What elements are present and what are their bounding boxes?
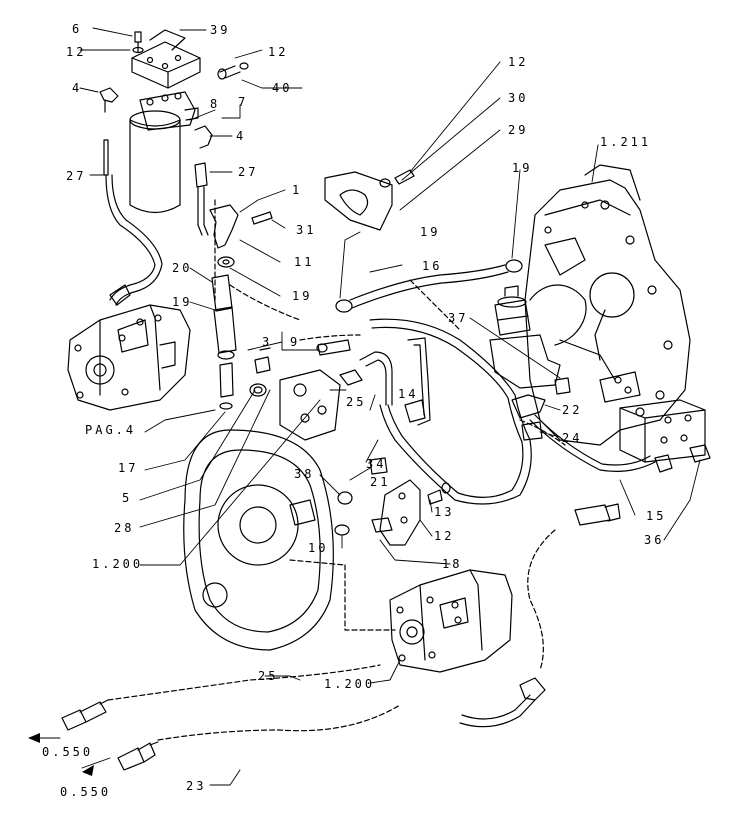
dashed-return-lines [107, 199, 566, 741]
callout-9: 9 [290, 335, 300, 349]
callout-19: 19 [292, 289, 312, 303]
callout-1-200: 1.200 [92, 557, 143, 571]
bolt-30 [259, 169, 415, 351]
callout-27: 27 [238, 165, 258, 179]
callout-15: 15 [646, 509, 666, 523]
bracket-18 [334, 457, 451, 546]
hose-assembly-center [316, 337, 431, 426]
top-fasteners [99, 31, 249, 149]
callout-12: 12 [66, 45, 86, 59]
callout-16: 16 [422, 259, 442, 273]
callout-30: 30 [508, 91, 528, 105]
callout-0-550: 0.550 [60, 785, 111, 799]
fitting-stack-20 [211, 274, 237, 410]
callout-38: 38 [294, 467, 314, 481]
callout-27: 27 [66, 169, 86, 183]
callout-19: 19 [512, 161, 532, 175]
fitting-22-24 [511, 394, 546, 441]
hose-main-curve [369, 318, 532, 505]
arrow-heads [28, 733, 94, 776]
callout-1-211: 1.211 [600, 135, 651, 149]
clamp-29 [324, 171, 393, 231]
callout-3: 3 [262, 335, 272, 349]
fitting-0550-upper [61, 699, 109, 731]
callout-4: 4 [72, 81, 82, 95]
manifold-block-25 [249, 356, 341, 441]
callout-13: 13 [434, 505, 454, 519]
oil-filter-canister [129, 91, 199, 214]
callout-25: 25 [258, 669, 278, 683]
hydraulic-pump-left [67, 304, 191, 411]
callout-12: 12 [508, 55, 528, 69]
callout-39: 39 [210, 23, 230, 37]
callout-4: 4 [236, 129, 246, 143]
callout-18: 18 [442, 557, 462, 571]
hose-16 [335, 259, 523, 313]
elbow-fitting-1 [209, 204, 273, 268]
callout-31: 31 [296, 223, 316, 237]
callout-36: 36 [644, 533, 664, 547]
filter-bracket [131, 29, 201, 89]
callout-labels: 6 39 12 12 40 4 7 8 4 27 27 1 31 11 20 1… [42, 22, 666, 799]
transmission-housing [524, 164, 706, 463]
callout-1: 1 [292, 183, 302, 197]
callout-8: 8 [210, 97, 220, 111]
callout-6: 6 [72, 22, 82, 36]
callout-12: 12 [268, 45, 288, 59]
callout-0-550: 0.550 [42, 745, 93, 759]
callout-22: 22 [562, 403, 582, 417]
leader-lines [29, 27, 701, 786]
callout-11: 11 [294, 255, 314, 269]
callout-10: 10 [308, 541, 328, 555]
callout-29: 29 [508, 123, 528, 137]
callout-28: 28 [114, 521, 134, 535]
callout-pag-4: PAG.4 [85, 423, 136, 437]
callout-5: 5 [122, 491, 132, 505]
callout-20: 20 [172, 261, 192, 275]
callout-40: 40 [272, 81, 292, 95]
callout-17: 17 [118, 461, 138, 475]
callout-21: 21 [370, 475, 390, 489]
hydraulic-pump-bottom [389, 569, 513, 673]
callout-7: 7 [238, 95, 248, 109]
callout-19: 19 [420, 225, 440, 239]
callout-37: 37 [448, 311, 468, 325]
hose-27-mid [194, 162, 209, 236]
callout-12: 12 [434, 529, 454, 543]
callout-25: 25 [346, 395, 366, 409]
hose-27-left [103, 139, 163, 306]
callout-19: 19 [172, 295, 192, 309]
hose-bottom-right [459, 677, 546, 728]
callout-23: 23 [186, 779, 206, 793]
callout-34: 34 [366, 457, 386, 471]
flywheel-housing [183, 429, 334, 651]
cable-15 [529, 414, 711, 526]
callout-14: 14 [398, 387, 418, 401]
callout-1-200: 1.200 [324, 677, 375, 691]
callout-24: 24 [562, 431, 582, 445]
fitting-0550-lower [117, 741, 159, 771]
